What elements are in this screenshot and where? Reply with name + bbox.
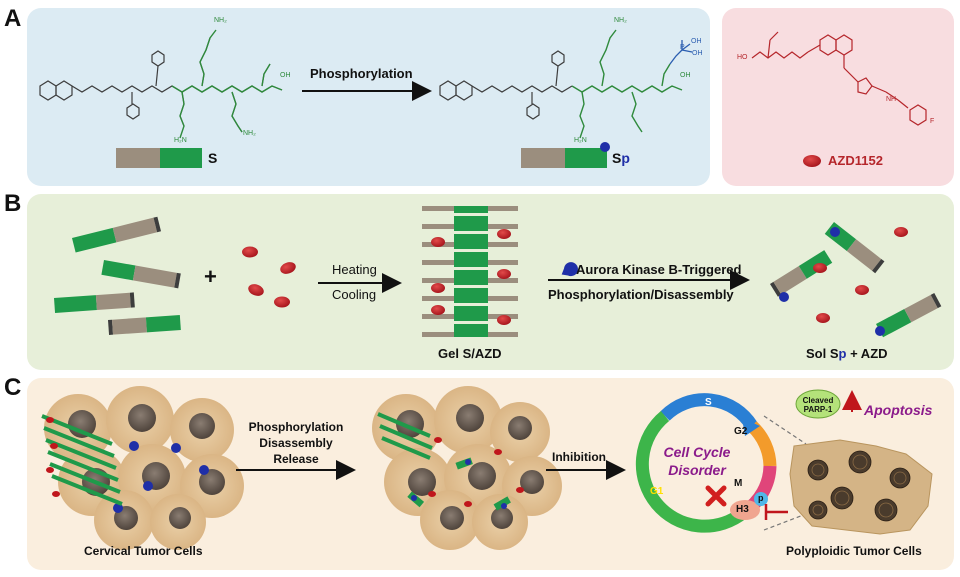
azd1152-structure: [751, 31, 927, 126]
polyploidic-tumor-cells-label: Polyploidic Tumor Cells: [786, 544, 922, 558]
peptide-sp-green-segment: [571, 29, 683, 139]
h3-phospho-label: p: [758, 493, 764, 503]
cleaved-label-1: Cleaved: [802, 396, 834, 405]
peptide-s-label: S: [208, 150, 218, 166]
h3-phospho-node: [754, 492, 768, 506]
chem-label-oh-b: OH: [680, 72, 691, 79]
panel-letter-a: A: [4, 5, 22, 32]
chem-label-p: P: [680, 44, 685, 51]
drug-particles-right: [813, 227, 908, 323]
sol-peptide-bars: [770, 222, 942, 338]
polyploidic-cell-cluster: [789, 439, 933, 535]
cervical-tumor-cells-label: Cervical Tumor Cells: [84, 544, 203, 558]
apoptosis-label: Apoptosis: [864, 402, 933, 418]
gel-label: Gel S/AZD: [438, 346, 502, 361]
cervical-cell-cluster-middle: [372, 386, 562, 550]
panel-letter-b: B: [4, 190, 22, 217]
s-phase-arrowhead: [742, 418, 760, 436]
azd1152-label: AZD1152: [828, 153, 883, 168]
azd1152-legend-particle: [803, 155, 821, 167]
free-peptide-bars-left: [53, 216, 181, 335]
peptide-sp-label-s: S: [612, 150, 622, 166]
peptide-sp-structure: [439, 50, 573, 120]
cleaved-parp1-node: [795, 389, 841, 419]
gel-stack: [422, 206, 518, 337]
chem-label-nh2-lys-a: NH₂: [243, 130, 256, 137]
sol-label-suffix: + AZD: [846, 346, 888, 361]
step1-line3: Release: [273, 452, 319, 466]
sol-label: Sol Sp + AZD: [806, 346, 888, 361]
disassembly-label: Phosphorylation/Disassembly: [548, 287, 734, 302]
phase-m-label: M: [734, 478, 743, 489]
peptide-sp-label-p: p: [621, 150, 630, 166]
step1-line1: Phosphorylation: [248, 420, 344, 434]
h3-label: H3: [736, 504, 749, 515]
cleaved-label-2: PARP-1: [803, 405, 833, 414]
phase-g2-label: G2: [734, 426, 748, 437]
chem-label-nh2-a: NH₂: [214, 17, 227, 24]
peptide-s-green-segment: [171, 29, 283, 139]
cell-cycle-title-2: Disorder: [668, 462, 726, 478]
mitosis-block-x: [705, 485, 727, 507]
inhibition-label: Inhibition: [552, 450, 606, 464]
sol-label-p: p: [838, 346, 847, 361]
plus-sign: +: [204, 264, 217, 289]
phase-s-label: S: [705, 397, 712, 408]
chem-label-oh-p2: OH: [692, 50, 703, 57]
peptide-sp-label: Sp: [612, 150, 630, 166]
sol-label-prefix: Sol S: [806, 346, 839, 361]
cervical-cell-cluster-left: [41, 386, 244, 550]
inhibition-mark: [764, 504, 788, 520]
heating-label: Heating: [332, 262, 377, 277]
phosphorylation-label: Phosphorylation: [310, 66, 413, 81]
chem-label-h2n-b: H₂N: [574, 137, 587, 144]
chem-label-oh-p1: OH: [691, 38, 702, 45]
zoom-dashed-lines: [763, 415, 807, 531]
chem-label-h2n-a: H₂N: [174, 137, 187, 144]
cell-cycle-title-1: Cell Cycle: [663, 444, 731, 460]
chem-label-f-azd: F: [930, 118, 935, 125]
chem-label-oh-a: OH: [280, 72, 291, 79]
cooling-label: Cooling: [332, 287, 377, 302]
chem-label-nh2-b: NH₂: [614, 17, 627, 24]
step1-line2: Disassembly: [259, 436, 333, 450]
peptide-sp-bar: [521, 142, 610, 168]
h3-node: [730, 500, 760, 520]
panel-letter-c: C: [4, 374, 22, 401]
phosphate-group: [669, 40, 693, 65]
aurora-trigger-label: Aurora Kinase B-Triggered: [576, 262, 742, 277]
drug-particles-left: [242, 246, 296, 308]
panel-a-drug: [722, 8, 954, 186]
chem-label-nh-azd: NH: [886, 96, 897, 103]
peptide-s-structure: [39, 37, 283, 133]
peptide-s-bar: [116, 148, 202, 168]
aurora-kinase-icon: [561, 262, 578, 277]
chem-label-ho-azd: HO: [737, 54, 748, 61]
phase-g1-label: G1: [650, 486, 664, 497]
phosphate-dot: [600, 142, 610, 152]
